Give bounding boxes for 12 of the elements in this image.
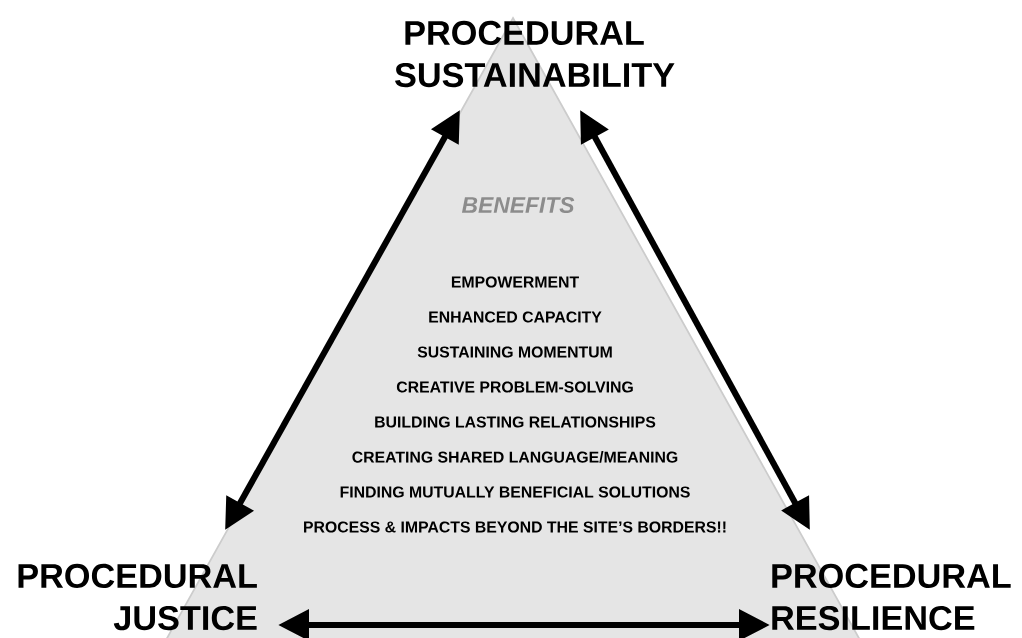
benefit-item: BUILDING LASTING RELATIONSHIPS	[375, 416, 656, 428]
benefit-item: CREATIVE PROBLEM-SOLVING	[396, 381, 633, 393]
corner-label: PROCEDURAL JUSTICE	[18, 563, 257, 631]
benefit-item: CREATING SHARED LANGUAGE/MEANING	[352, 451, 678, 463]
benefit-item: PROCESS & IMPACTS BEYOND THE SITE’S BORDERS!!	[304, 521, 726, 533]
benefit-item: SUSTAINING MOMENTUM	[417, 346, 612, 358]
corner-label: PROCEDURAL RESILIENCE	[772, 563, 1011, 631]
corner-label: PROCEDURAL SUSTAINABILITY	[395, 20, 675, 88]
benefit-item: EMPOWERMENT	[451, 276, 579, 288]
heading: BENEFITS	[461, 196, 575, 214]
benefit-item: FINDING MUTUALLY BENEFICIAL SOLUTIONS	[340, 486, 690, 498]
benefit-item: ENHANCED CAPACITY	[429, 311, 602, 323]
